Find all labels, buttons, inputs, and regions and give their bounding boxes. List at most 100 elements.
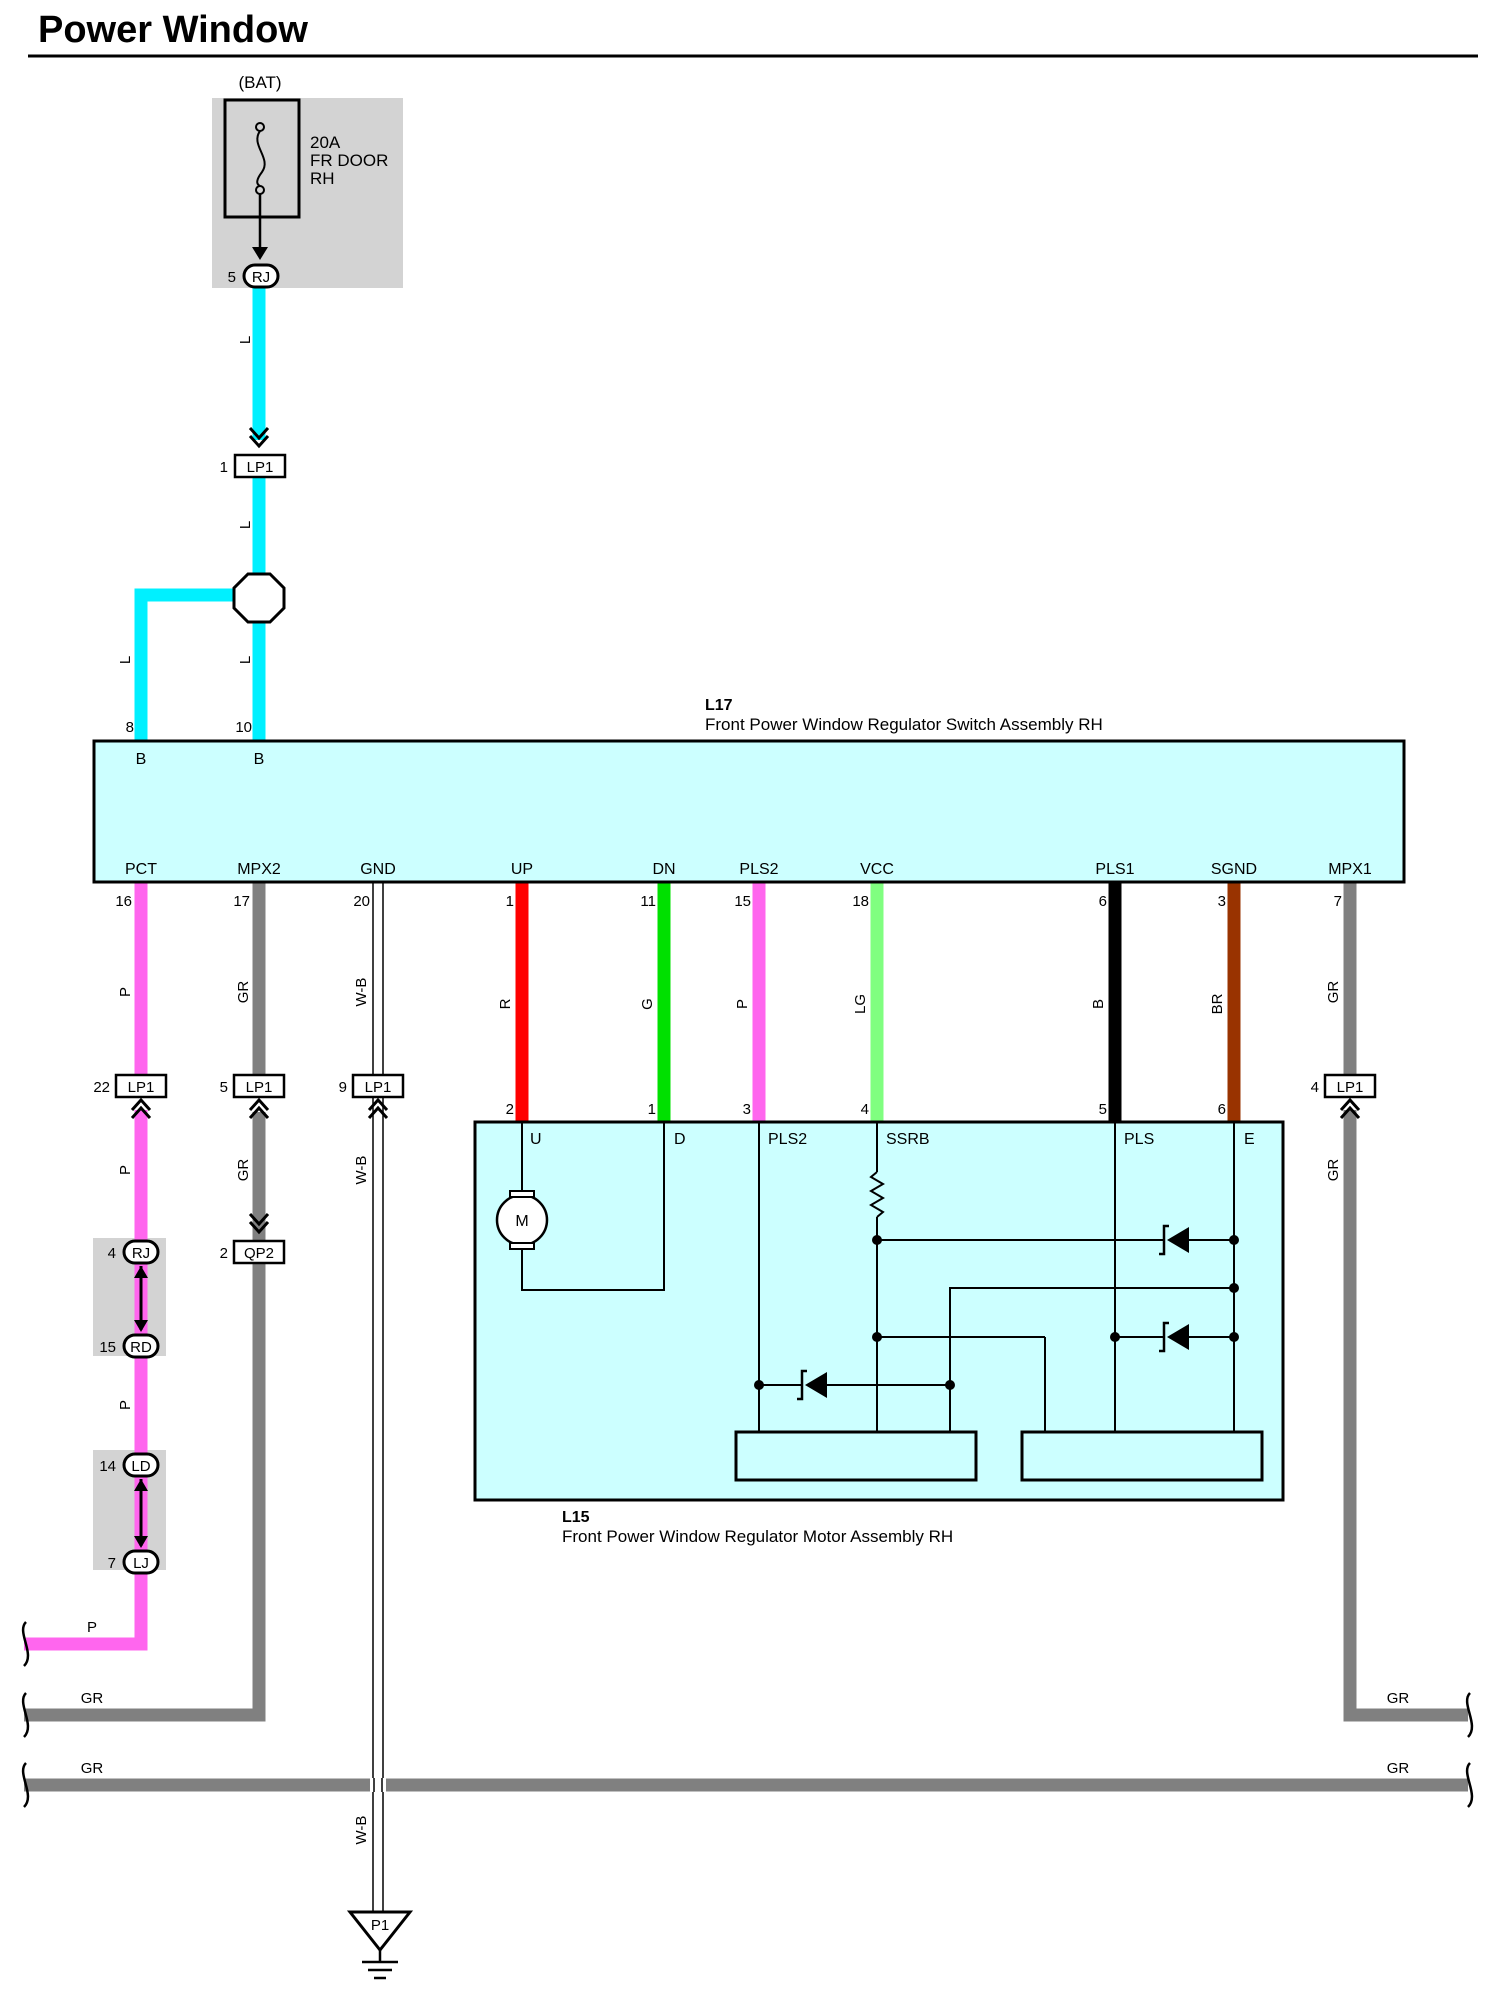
fuse-shade [212, 98, 403, 288]
wire-label-br: BR [1209, 993, 1226, 1014]
connector-ld [122, 1452, 160, 1478]
connector-rj-mid [122, 1239, 160, 1265]
wire-l-branch-to-pin8 [134, 588, 259, 740]
switch-pin-17: 17 [233, 893, 250, 910]
switch-sig-mpx1: MPX1 [1328, 861, 1372, 878]
motor-sig-pls: PLS [1124, 1131, 1154, 1148]
motor-assembly-name: Front Power Window Regulator Motor Assem… [562, 1527, 953, 1546]
fuse-icon [252, 122, 268, 260]
switch-pin-16: 16 [115, 893, 132, 910]
wire-label-wb-2: W-B [353, 1156, 370, 1185]
ground-icon [362, 1950, 398, 1980]
motor-icon [495, 1190, 549, 1250]
double-arrow-icon [134, 1479, 148, 1548]
chevron-up-icon [367, 1097, 389, 1120]
connector-lp1-pct-pin: 22 [93, 1079, 110, 1096]
connector-lp1-mpx1-pin: 4 [1311, 1079, 1319, 1096]
connector-rj-mid-pin: 4 [108, 1245, 116, 1262]
connector-lp1-pct-name: LP1 [128, 1079, 155, 1096]
switch-assembly-code: L17 [705, 697, 733, 714]
wire-label-wb-1: W-B [353, 978, 370, 1007]
chevron-up-icon [1339, 1097, 1361, 1120]
switch-sig-up: UP [511, 861, 533, 878]
switch-sig-vcc: VCC [860, 861, 894, 878]
fuse-box [223, 98, 301, 219]
wire-label-gr-right-1: GR [1387, 1690, 1410, 1707]
wire-label-p-2: P [117, 1165, 134, 1175]
wire-label-b: B [1090, 999, 1107, 1009]
connector-lp1-mpx2-name: LP1 [246, 1079, 273, 1096]
battery-label: (BAT) [238, 73, 281, 92]
motor-pin-2: 2 [506, 1101, 514, 1118]
wire-label-lg: LG [852, 994, 869, 1014]
motor-symbol-label: M [515, 1213, 528, 1230]
connector-lp1-mpx2 [232, 1073, 286, 1099]
wire-label-p-pls2: P [734, 999, 751, 1009]
wire-label-g: G [639, 998, 656, 1010]
switch-sig-sgnd: SGND [1211, 861, 1257, 878]
wire-label-wb-3: W-B [353, 1816, 370, 1845]
switch-sig-pls2: PLS2 [739, 861, 778, 878]
switch-sig-pct: PCT [125, 861, 157, 878]
wire-label-p-1: P [117, 987, 134, 997]
fuse-name-line1: FR DOOR [310, 151, 388, 170]
motor-pin-6: 6 [1218, 1101, 1226, 1118]
connector-lp1-gnd-name: LP1 [365, 1079, 392, 1096]
wire-label-gr-2: GR [235, 1159, 252, 1182]
connector-rj-top-pin: 5 [228, 269, 236, 286]
ground-connector-name: P1 [371, 1917, 389, 1934]
wire-label-p-3: P [117, 1400, 134, 1410]
switch-top-pin-10: 10 [235, 719, 252, 736]
ic-block-left [734, 1430, 978, 1482]
switch-assembly-box [92, 739, 1406, 884]
connector-ld-pin: 14 [99, 1458, 116, 1475]
wire-label-gr-1: GR [235, 981, 252, 1004]
switch-pin-3: 3 [1218, 893, 1226, 910]
switch-sig-mpx2: MPX2 [237, 861, 281, 878]
connector-rj-top-name: RJ [252, 269, 270, 286]
fuse-rating: 20A [310, 133, 341, 152]
motor-sig-e: E [1244, 1131, 1255, 1148]
switch-sig-pls1: PLS1 [1095, 861, 1134, 878]
connector-lp1-top [233, 453, 287, 479]
motor-sig-pls2: PLS2 [768, 1131, 807, 1148]
connector-ld-name: LD [131, 1458, 150, 1475]
connector-qp2-name: QP2 [244, 1245, 274, 1262]
connector-rd-name: RD [130, 1339, 152, 1356]
wire-gr-mpx2-lower [24, 1112, 266, 1722]
connector-lj-pin: 7 [108, 1555, 116, 1572]
ic-block-right [1020, 1430, 1264, 1482]
connector-lp1-mpx1 [1323, 1073, 1377, 1099]
chevron-up-icon [130, 1097, 152, 1120]
switch-pin-18: 18 [852, 893, 869, 910]
wire-wb-ground [370, 881, 386, 1913]
wire-label-p-4: P [87, 1619, 97, 1636]
switch-pin-15: 15 [734, 893, 751, 910]
connector-qp2 [232, 1239, 286, 1265]
chevron-down-icon [248, 1212, 270, 1235]
connector-lp1-gnd-pin: 9 [339, 1079, 347, 1096]
connector-rd-pin: 15 [99, 1339, 116, 1356]
switch-pin-7: 7 [1334, 893, 1342, 910]
wire-label-l-3: L [117, 656, 134, 664]
wire-label-l-1: L [237, 336, 254, 344]
connector-lp1-top-name: LP1 [247, 459, 274, 476]
wire-label-gr-mpx1-2: GR [1325, 1159, 1342, 1182]
connector-qp2-pin: 2 [220, 1245, 228, 1262]
motor-sig-u: U [530, 1131, 542, 1148]
connector-lp1-gnd [351, 1073, 405, 1099]
connector-rd [122, 1333, 160, 1359]
double-arrow-icon [134, 1266, 148, 1332]
wire-gr-mpx1-lower [1343, 1110, 1468, 1722]
connector-lp1-mpx2-pin: 5 [220, 1079, 228, 1096]
connector-lj-name: LJ [133, 1555, 149, 1572]
switch-assembly-name: Front Power Window Regulator Switch Asse… [705, 715, 1103, 734]
wire-label-r: R [497, 998, 514, 1009]
motor-assembly-code: L15 [562, 1509, 590, 1526]
switch-sig-b-1: B [136, 751, 147, 768]
wire-label-gr-right-2: GR [1387, 1760, 1410, 1777]
switch-sig-b-2: B [254, 751, 265, 768]
junction-dots [754, 1235, 1239, 1390]
zener-diode-icon [1159, 1321, 1189, 1353]
wire-label-l-4: L [237, 656, 254, 664]
